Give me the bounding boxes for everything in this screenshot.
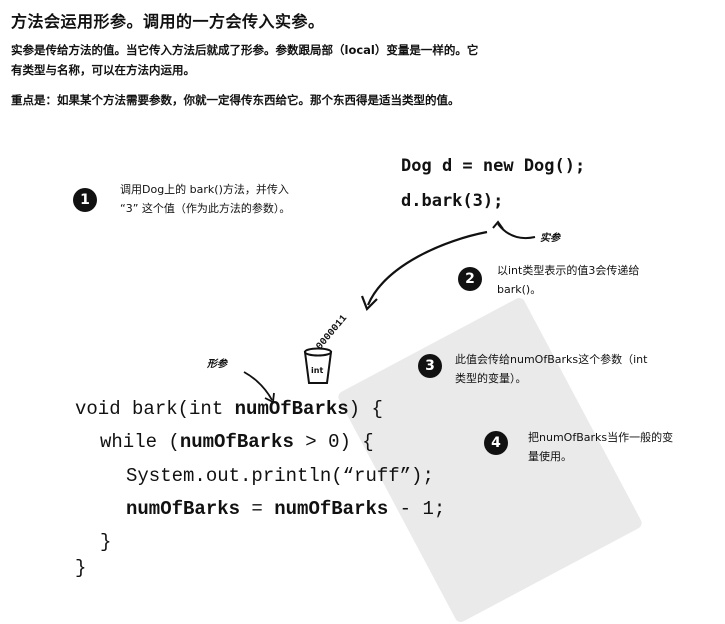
pass-value-arrow-icon	[366, 230, 488, 306]
code-line-new-dog: Dog d = new Dog();	[401, 156, 586, 176]
code-line-decrement: numOfBarks = numOfBarks - 1;	[126, 498, 445, 520]
code-line-close-while: }	[100, 531, 112, 553]
argument-arrow-icon	[497, 223, 536, 240]
code-line-bark-call: d.bark(3);	[401, 191, 504, 211]
step-3-line-1: 此值会传给numOfBarks这个参数（int	[455, 353, 648, 366]
code-line-close-method: }	[75, 557, 87, 579]
code-token: =	[240, 498, 275, 520]
step-1-badge: 1	[73, 188, 97, 212]
code-token: - 1;	[388, 498, 446, 520]
code-param-name: numOfBarks	[179, 431, 294, 453]
argument-handwritten-label: 实参	[540, 233, 560, 244]
step-4-line-1: 把numOfBarks当作一般的变	[528, 431, 674, 444]
code-token: ) {	[348, 398, 383, 420]
paragraph-arguments: 实参是传给方法的值。当它传入方法后就成了形参。参数跟局部（local）变量是一样…	[11, 43, 479, 77]
code-line-method-signature: void bark(int numOfBarks) {	[75, 398, 383, 420]
cup-int-label: int	[311, 366, 324, 375]
int-cup-icon	[303, 347, 333, 384]
paragraph-key-point: 重点是：如果某个方法需要参数，你就一定得传东西给它。那个东西得是适当类型的值。	[11, 93, 460, 107]
code-line-while: while (numOfBarks > 0) {	[100, 431, 374, 453]
code-token: while (	[100, 431, 180, 453]
code-param-name: numOfBarks	[126, 498, 241, 520]
step-4-line-2: 量使用。	[528, 450, 572, 463]
step-2-line-1: 以int类型表示的值3会传递给	[497, 264, 640, 277]
step-3-badge: 3	[418, 354, 442, 378]
bits-spring-icon: 0000011	[315, 313, 350, 352]
step-1-note: 调用Dog上的 bark()方法，并传入 “3” 这个值（作为此方法的参数）。	[120, 180, 290, 218]
page-heading: 方法会运用形参。调用的一方会传入实参。	[11, 12, 325, 31]
svg-text:0000011: 0000011	[315, 313, 350, 352]
step-1-line-2: “3” 这个值（作为此方法的参数）。	[120, 202, 291, 215]
step-2-note: 以int类型表示的值3会传递给 bark()。	[497, 261, 639, 299]
code-param-name: numOfBarks	[274, 498, 389, 520]
code-line-println: System.out.println(“ruff”);	[126, 465, 434, 487]
step-4-badge: 4	[484, 431, 508, 455]
code-param-name: numOfBarks	[234, 398, 349, 420]
step-2-badge: 2	[458, 267, 482, 291]
code-token: void bark(int	[75, 398, 235, 420]
parameter-handwritten-label: 形参	[207, 359, 227, 370]
step-4-note: 把numOfBarks当作一般的变 量使用。	[528, 428, 673, 466]
arrows-layer: 0000011	[243, 220, 536, 404]
parameter-arrow-icon	[243, 371, 273, 401]
step-1-line-1: 调用Dog上的 bark()方法，并传入	[120, 183, 289, 196]
step-3-note: 此值会传给numOfBarks这个参数（int 类型的变量）。	[455, 350, 647, 388]
step-2-line-2: bark()。	[497, 283, 542, 296]
code-token: > 0) {	[293, 431, 374, 453]
step-3-line-2: 类型的变量）。	[455, 372, 527, 385]
